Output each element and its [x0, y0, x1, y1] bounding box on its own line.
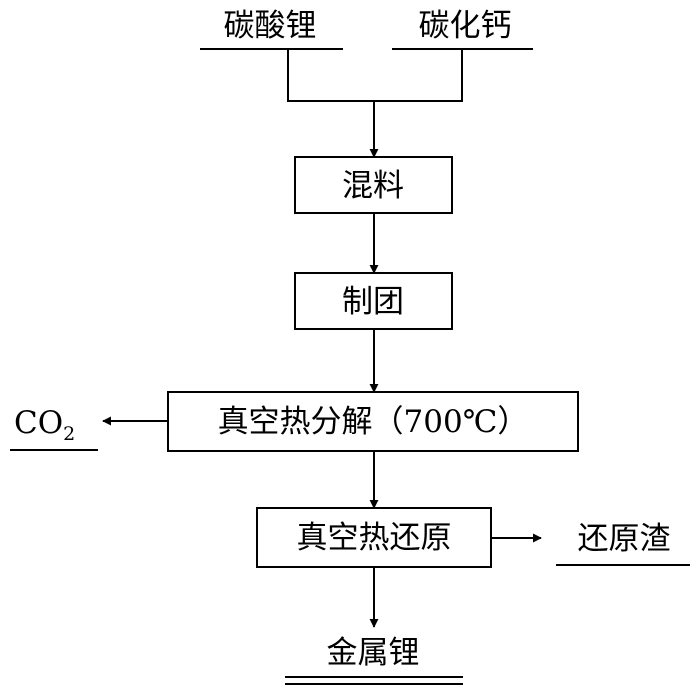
- input-label-calcium-carbide: 碳化钙: [419, 8, 512, 44]
- product-label: 金属锂: [327, 635, 420, 671]
- vacuum-decomposition-label: 真空热分解（700℃）: [218, 404, 529, 440]
- vacuum-reduction-label: 真空热还原: [297, 520, 452, 556]
- residue-label: 还原渣: [578, 521, 671, 557]
- merge-connector: [287, 49, 463, 102]
- co2-label: CO2: [14, 405, 75, 445]
- input-label-lithium-carbonate: 碳酸锂: [224, 8, 317, 44]
- pelletizing-label: 制团: [342, 284, 404, 320]
- mixing-label: 混料: [342, 168, 404, 204]
